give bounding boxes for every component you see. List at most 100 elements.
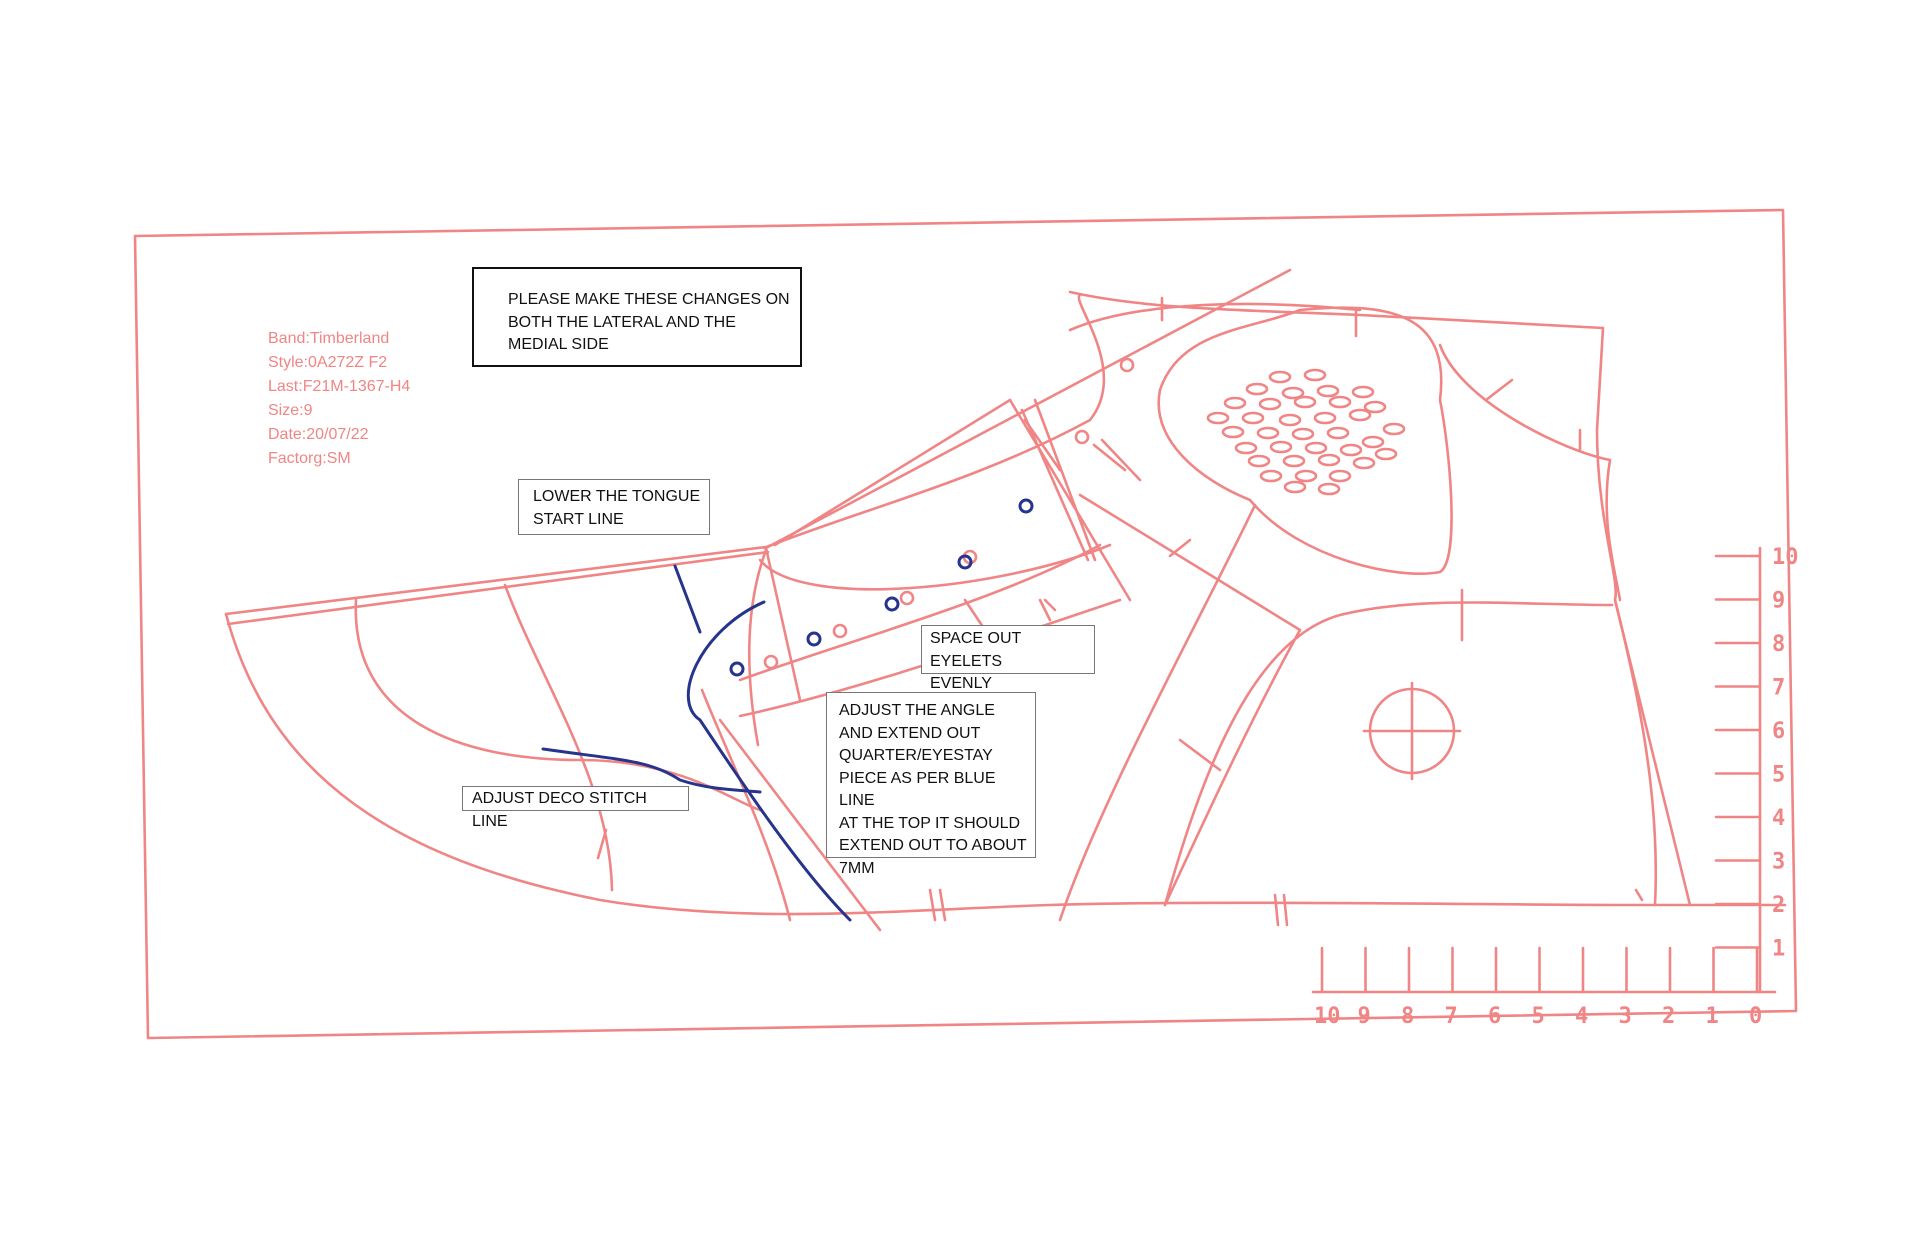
vamp-side — [747, 548, 768, 747]
ruler-v-label: 4 — [1772, 806, 1785, 831]
eyelets-blue — [729, 498, 1034, 677]
quarter-mid-2 — [1163, 628, 1302, 907]
spec-block: Band:Timberland Style:0A272Z F2 Last:F21… — [268, 330, 410, 467]
ruler-v-label: 3 — [1772, 850, 1785, 875]
perforation-hole-27 — [1374, 447, 1398, 461]
ruler-v-label: 7 — [1772, 676, 1785, 701]
perforation-hole-2 — [1303, 368, 1327, 382]
perforation-hole-21 — [1326, 426, 1350, 440]
perforation-hole-10 — [1328, 395, 1352, 409]
correction-lines — [541, 564, 852, 922]
shoe-pattern — [224, 268, 1787, 932]
note-deco-stitch: ADJUST DECO STITCH LINE — [462, 786, 689, 830]
tongue-line-b — [773, 398, 1012, 547]
heel-curve-inner — [1438, 343, 1622, 602]
ruler-v-label: 10 — [1772, 545, 1799, 570]
toe-cap-line — [354, 598, 762, 812]
eyelet-pink-6 — [1119, 357, 1135, 373]
counter-tick-8 — [928, 888, 937, 922]
heel-curve — [1595, 326, 1658, 907]
ruler-h-label: 7 — [1445, 1004, 1458, 1029]
note-eyelets: SPACE OUT EYELETS EVENLY — [921, 625, 1095, 692]
eyelet-pink-1 — [763, 654, 779, 670]
sheet-border — [133, 208, 1798, 1040]
target-mark — [1362, 681, 1462, 781]
perforation-hole-28 — [1247, 454, 1271, 468]
perforation-hole-19 — [1256, 426, 1280, 440]
eyestay-outer — [762, 293, 1106, 550]
ruler-v-label: 8 — [1772, 632, 1785, 657]
toe-piece-inner-2 — [718, 718, 882, 932]
perforation-hole-25 — [1304, 441, 1328, 455]
ruler-v-label: 1 — [1772, 937, 1785, 962]
counter-tick-10 — [1273, 893, 1280, 927]
note-tongue: LOWER THE TONGUE START LINE — [518, 479, 710, 535]
collar-top-2 — [1068, 302, 1362, 332]
spec-line-size: Size:9 — [268, 402, 313, 419]
counter-tick-3 — [1484, 378, 1514, 402]
toe-piece-inner — [700, 688, 792, 922]
spec-line-factory: Factorg:SM — [268, 450, 351, 467]
spec-line-brand: Band:Timberland — [268, 330, 389, 347]
perforation-hole-13 — [1241, 411, 1265, 425]
eyestay-inner — [738, 543, 1102, 682]
heel-counter — [1163, 601, 1614, 907]
toe-outline — [224, 612, 1787, 916]
counter-tick-4 — [1168, 538, 1192, 558]
note-angle: ADJUST THE ANGLE AND EXTEND OUT QUARTER/… — [826, 692, 1036, 877]
ruler-h-label: 2 — [1662, 1004, 1675, 1029]
perforation-hole-36 — [1317, 482, 1341, 496]
perforation-hole-7 — [1223, 396, 1247, 410]
ruler-v-label: 5 — [1772, 763, 1785, 788]
perforation-hole-33 — [1294, 469, 1318, 483]
ruler-h-label: 4 — [1575, 1004, 1588, 1029]
collar-front-3 — [1020, 408, 1090, 562]
spec-line-last: Last:F21M-1367-H4 — [268, 378, 410, 395]
eyestay-lace-2 — [758, 543, 1112, 591]
quarter-line-a — [503, 583, 614, 892]
ruler-h-label: 10 — [1314, 1004, 1341, 1029]
ruler-h-label: 9 — [1358, 1004, 1371, 1029]
perforation-hole-32 — [1259, 469, 1283, 483]
eyelets-pink — [763, 357, 1135, 670]
collar-top — [1068, 290, 1605, 330]
eyelet-blue-2 — [806, 631, 822, 647]
counter-tick-7 — [1038, 598, 1052, 622]
perforation-hole-20 — [1291, 427, 1315, 441]
heel-back-line — [1613, 598, 1692, 907]
quarter-mid — [1058, 503, 1257, 922]
vamp-top-line-2 — [226, 550, 770, 626]
deco-stitch-correction-line — [541, 747, 762, 794]
perforation-hole-18 — [1221, 425, 1245, 439]
ruler-h-label: 6 — [1488, 1004, 1501, 1029]
eyelet-pink-5 — [1074, 429, 1090, 445]
perforation-hole-30 — [1317, 453, 1341, 467]
spec-line-date: Date:20/07/22 — [268, 426, 369, 443]
perforation-hole-9 — [1293, 395, 1317, 409]
perforation-hole-3 — [1245, 382, 1269, 396]
quarter-correction-line — [686, 600, 852, 922]
ruler-v-label: 6 — [1772, 719, 1785, 744]
perforation-hole-4 — [1281, 386, 1305, 400]
perforation-hole-24 — [1269, 440, 1293, 454]
perforation-hole-6 — [1351, 385, 1375, 399]
perforation-hole-31 — [1352, 456, 1376, 470]
note-general: PLEASE MAKE THESE CHANGES ON BOTH THE LA… — [472, 267, 802, 367]
ruler-h-label: 5 — [1532, 1004, 1545, 1029]
eyelet-blue-5 — [1018, 498, 1034, 514]
ruler-h-label: 8 — [1401, 1004, 1414, 1029]
spec-line-style: Style:0A272Z F2 — [268, 354, 387, 371]
perforation-hole-35 — [1283, 480, 1307, 494]
perforation-hole-5 — [1316, 384, 1340, 398]
perforation-hole-15 — [1313, 411, 1337, 425]
vamp-top-line — [224, 545, 768, 616]
perforation-hole-11 — [1363, 400, 1387, 414]
perforation-hole-34 — [1328, 469, 1352, 483]
perforation-hole-29 — [1282, 454, 1306, 468]
perforation-hole-16 — [1348, 408, 1372, 422]
perforation-hole-22 — [1361, 435, 1385, 449]
perforation-hole-17 — [1382, 422, 1406, 436]
